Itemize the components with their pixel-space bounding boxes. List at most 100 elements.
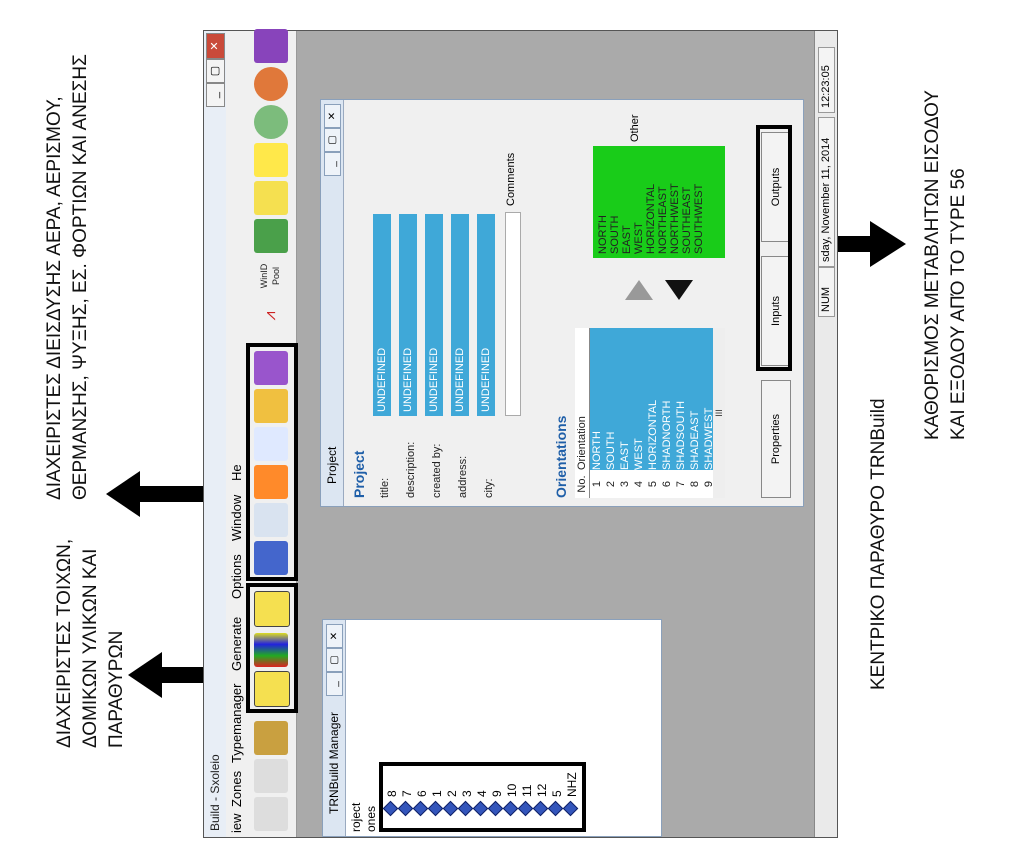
globe-icon[interactable] (254, 67, 288, 101)
field-label-created-by: created by: (431, 443, 443, 498)
open-icon[interactable] (254, 759, 288, 793)
grid-row[interactable]: 6SHADNORTH (660, 328, 674, 498)
available-orientations-list: NORTH SOUTH EAST WEST HORIZONTAL NORTHEA… (593, 146, 725, 258)
manager-window: TRNBuild Manager _ ▢ ✕ roject ones 8 7 6… (322, 619, 662, 837)
annotation-line: ΔΙΑΧΕΙΡΙΣΤΕΣ ΤΟΙΧΩΝ, (54, 538, 75, 748)
annotation-wall-managers: ΔΙΑΧΕΙΡΙΣΤΕΣ ΤΟΙΧΩΝ, ΔΟΜΙΚΩΝ ΥΛΙΚΩΝ ΚΑΙ … (52, 539, 130, 748)
grid-row[interactable]: 7SHADSOUTH (674, 328, 688, 498)
menu-window[interactable]: Window (229, 494, 244, 541)
project-heading: Project (351, 450, 367, 498)
highlight-io-tabs (756, 125, 792, 371)
project-minimize-button[interactable]: _ (324, 152, 341, 176)
zone-icon (487, 800, 504, 817)
grid-row[interactable]: 3EAST (618, 328, 632, 498)
grid-row[interactable]: 5HORIZONTAL (646, 328, 660, 498)
available-item[interactable]: NORTH (597, 215, 609, 254)
project-window: Project _ ▢ ✕ Project title: UNDEFINED d… (320, 99, 804, 507)
available-item[interactable]: SOUTHEAST (681, 186, 693, 254)
manager-close-button[interactable]: ✕ (326, 624, 343, 648)
field-value-title[interactable]: UNDEFINED (373, 214, 391, 416)
field-value-city[interactable]: UNDEFINED (477, 214, 495, 416)
app-titlebar: Build - Sxoleio _ ▢ ✕ (204, 31, 227, 837)
zone-icon[interactable] (254, 721, 288, 755)
project-window-title: Project (325, 446, 339, 484)
tree-zone-item[interactable]: 6 (412, 772, 430, 828)
project-close-button[interactable]: ✕ (324, 104, 341, 128)
grid-scrollbar[interactable]: III (713, 328, 725, 498)
available-item[interactable]: EAST (621, 225, 633, 254)
tree-zone-item[interactable]: 4 (472, 772, 490, 828)
annotation-air-managers: ΔΙΑΧΕΙΡΙΣΤΕΣ ΔΙΕΙΣΔΥΣΗΣ ΑΕΡΑ, ΑΕΡΙΣΜΟΥ, … (42, 54, 94, 500)
available-item[interactable]: SOUTHWEST (693, 183, 705, 254)
project-tree: roject ones (349, 803, 379, 832)
menu-options[interactable]: Options (229, 554, 244, 599)
map-icon[interactable] (254, 219, 288, 253)
manager-minimize-button[interactable]: _ (326, 672, 343, 696)
field-label-city: city: (483, 478, 495, 498)
trnbuild-window: Build - Sxoleio _ ▢ ✕ iew Zones Typemana… (203, 29, 838, 838)
menu-typemanager[interactable]: Typemanager (229, 683, 244, 764)
tree-zones[interactable]: ones (364, 805, 378, 832)
field-value-description[interactable]: UNDEFINED (399, 214, 417, 416)
chart-icon[interactable]: ⩘ (254, 299, 288, 333)
zone-icon (517, 800, 534, 817)
info-icon[interactable] (254, 105, 288, 139)
available-item[interactable]: NORTHEAST (657, 186, 669, 254)
tool-icon[interactable] (254, 181, 288, 215)
annotation-main-window: ΚΕΝΤΡΙΚΟ ΠΑΡΑΘΥΡΟ TRNBuild (866, 398, 892, 690)
available-item[interactable]: SOUTH (609, 215, 621, 255)
tree-project[interactable]: roject (349, 802, 363, 832)
available-item[interactable]: WEST (633, 222, 645, 254)
tree-zone-item[interactable]: 1 (427, 772, 445, 828)
close-button[interactable]: ✕ (206, 33, 225, 59)
field-label-address: address: (457, 455, 469, 498)
field-label-description: description: (405, 441, 417, 498)
menu-zones[interactable]: Zones (229, 770, 244, 807)
minimize-button[interactable]: _ (206, 83, 225, 107)
tree-zone-item[interactable]: 5 (547, 772, 565, 828)
available-item[interactable]: NORTHWEST (669, 183, 681, 254)
manager-restore-button[interactable]: ▢ (326, 648, 343, 672)
menu-help[interactable]: He (229, 464, 244, 481)
orientation-grid: No.Orientation 1NORTH 2SOUTH 3EAST 4WEST… (575, 328, 725, 498)
remove-orientation-arrow-icon[interactable] (665, 280, 693, 300)
comments-box[interactable] (505, 212, 521, 416)
annotation-line: ΔΟΜΙΚΩΝ ΥΛΙΚΩΝ ΚΑΙ (80, 548, 101, 748)
zone-icon (562, 800, 579, 817)
zone-icon (532, 800, 549, 817)
available-item[interactable]: HORIZONTAL (645, 183, 657, 254)
help-icon[interactable] (254, 29, 288, 63)
project-restore-button[interactable]: ▢ (324, 128, 341, 152)
tree-zone-item[interactable]: 11 (517, 772, 535, 828)
field-value-address[interactable]: UNDEFINED (451, 214, 469, 416)
manager-titlebar: TRNBuild Manager _ ▢ ✕ (323, 620, 346, 836)
tree-zone-item[interactable]: 10 (502, 772, 520, 828)
add-orientation-arrow-icon[interactable] (625, 280, 653, 300)
tree-zone-item[interactable]: 7 (397, 772, 415, 828)
menu-view[interactable]: iew (229, 813, 244, 833)
grid-row[interactable]: 8SHADEAST (688, 328, 702, 498)
manager-title: TRNBuild Manager (327, 711, 341, 814)
restore-button[interactable]: ▢ (206, 59, 225, 83)
status-date: sday, November 11, 2014 (818, 117, 835, 267)
tree-zone-item[interactable]: 9 (487, 772, 505, 828)
grid-row[interactable]: 4WEST (632, 328, 646, 498)
tree-zone-item[interactable]: 2 (442, 772, 460, 828)
new-icon[interactable] (254, 797, 288, 831)
menu-generate[interactable]: Generate (229, 616, 244, 671)
tab-properties[interactable]: Properties (761, 380, 791, 498)
grid-row[interactable]: 2SOUTH (604, 328, 618, 498)
field-value-created-by[interactable]: UNDEFINED (425, 214, 443, 416)
tree-zone-item[interactable]: 3 (457, 772, 475, 828)
zone-list: 8 7 6 1 2 3 4 9 10 11 12 5 NHZ (379, 762, 586, 832)
field-label-title: title: (379, 477, 391, 498)
comments-label: Comments (505, 152, 517, 206)
win-pool-button[interactable]: WinID Pool (259, 263, 281, 289)
tree-zone-item[interactable]: 8 (382, 772, 400, 828)
sun-icon[interactable] (254, 143, 288, 177)
grid-header: No.Orientation (575, 328, 590, 498)
tree-zone-item[interactable]: NHZ (562, 772, 580, 828)
grid-row[interactable]: 1NORTH (590, 328, 604, 498)
zone-icon (412, 800, 429, 817)
tree-zone-item[interactable]: 12 (532, 772, 550, 828)
